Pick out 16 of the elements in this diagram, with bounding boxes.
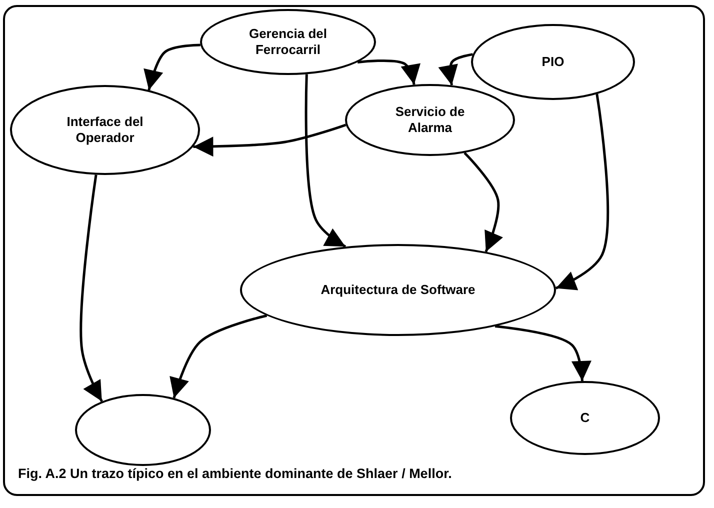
arrow [80,174,103,402]
arrow [464,152,503,252]
node-label: Gerencia del Ferrocarril [248,26,328,58]
arrow [494,325,592,382]
arrow [555,94,610,290]
arrow [170,314,268,398]
node-label: Servicio de Alarma [394,104,466,136]
node-label: Interface del Operador [66,114,144,146]
figure-caption: Fig. A.2 Un trazo típico en el ambiente dominante de Shlaer / Mellor. [18,466,452,481]
arrow [144,44,200,90]
arrow [357,59,420,85]
node-label: C [580,410,590,426]
arrow [193,124,346,157]
node-label: PIO [542,54,564,70]
node-label: Arquitectura de Software [320,282,476,298]
arrow [438,53,473,86]
